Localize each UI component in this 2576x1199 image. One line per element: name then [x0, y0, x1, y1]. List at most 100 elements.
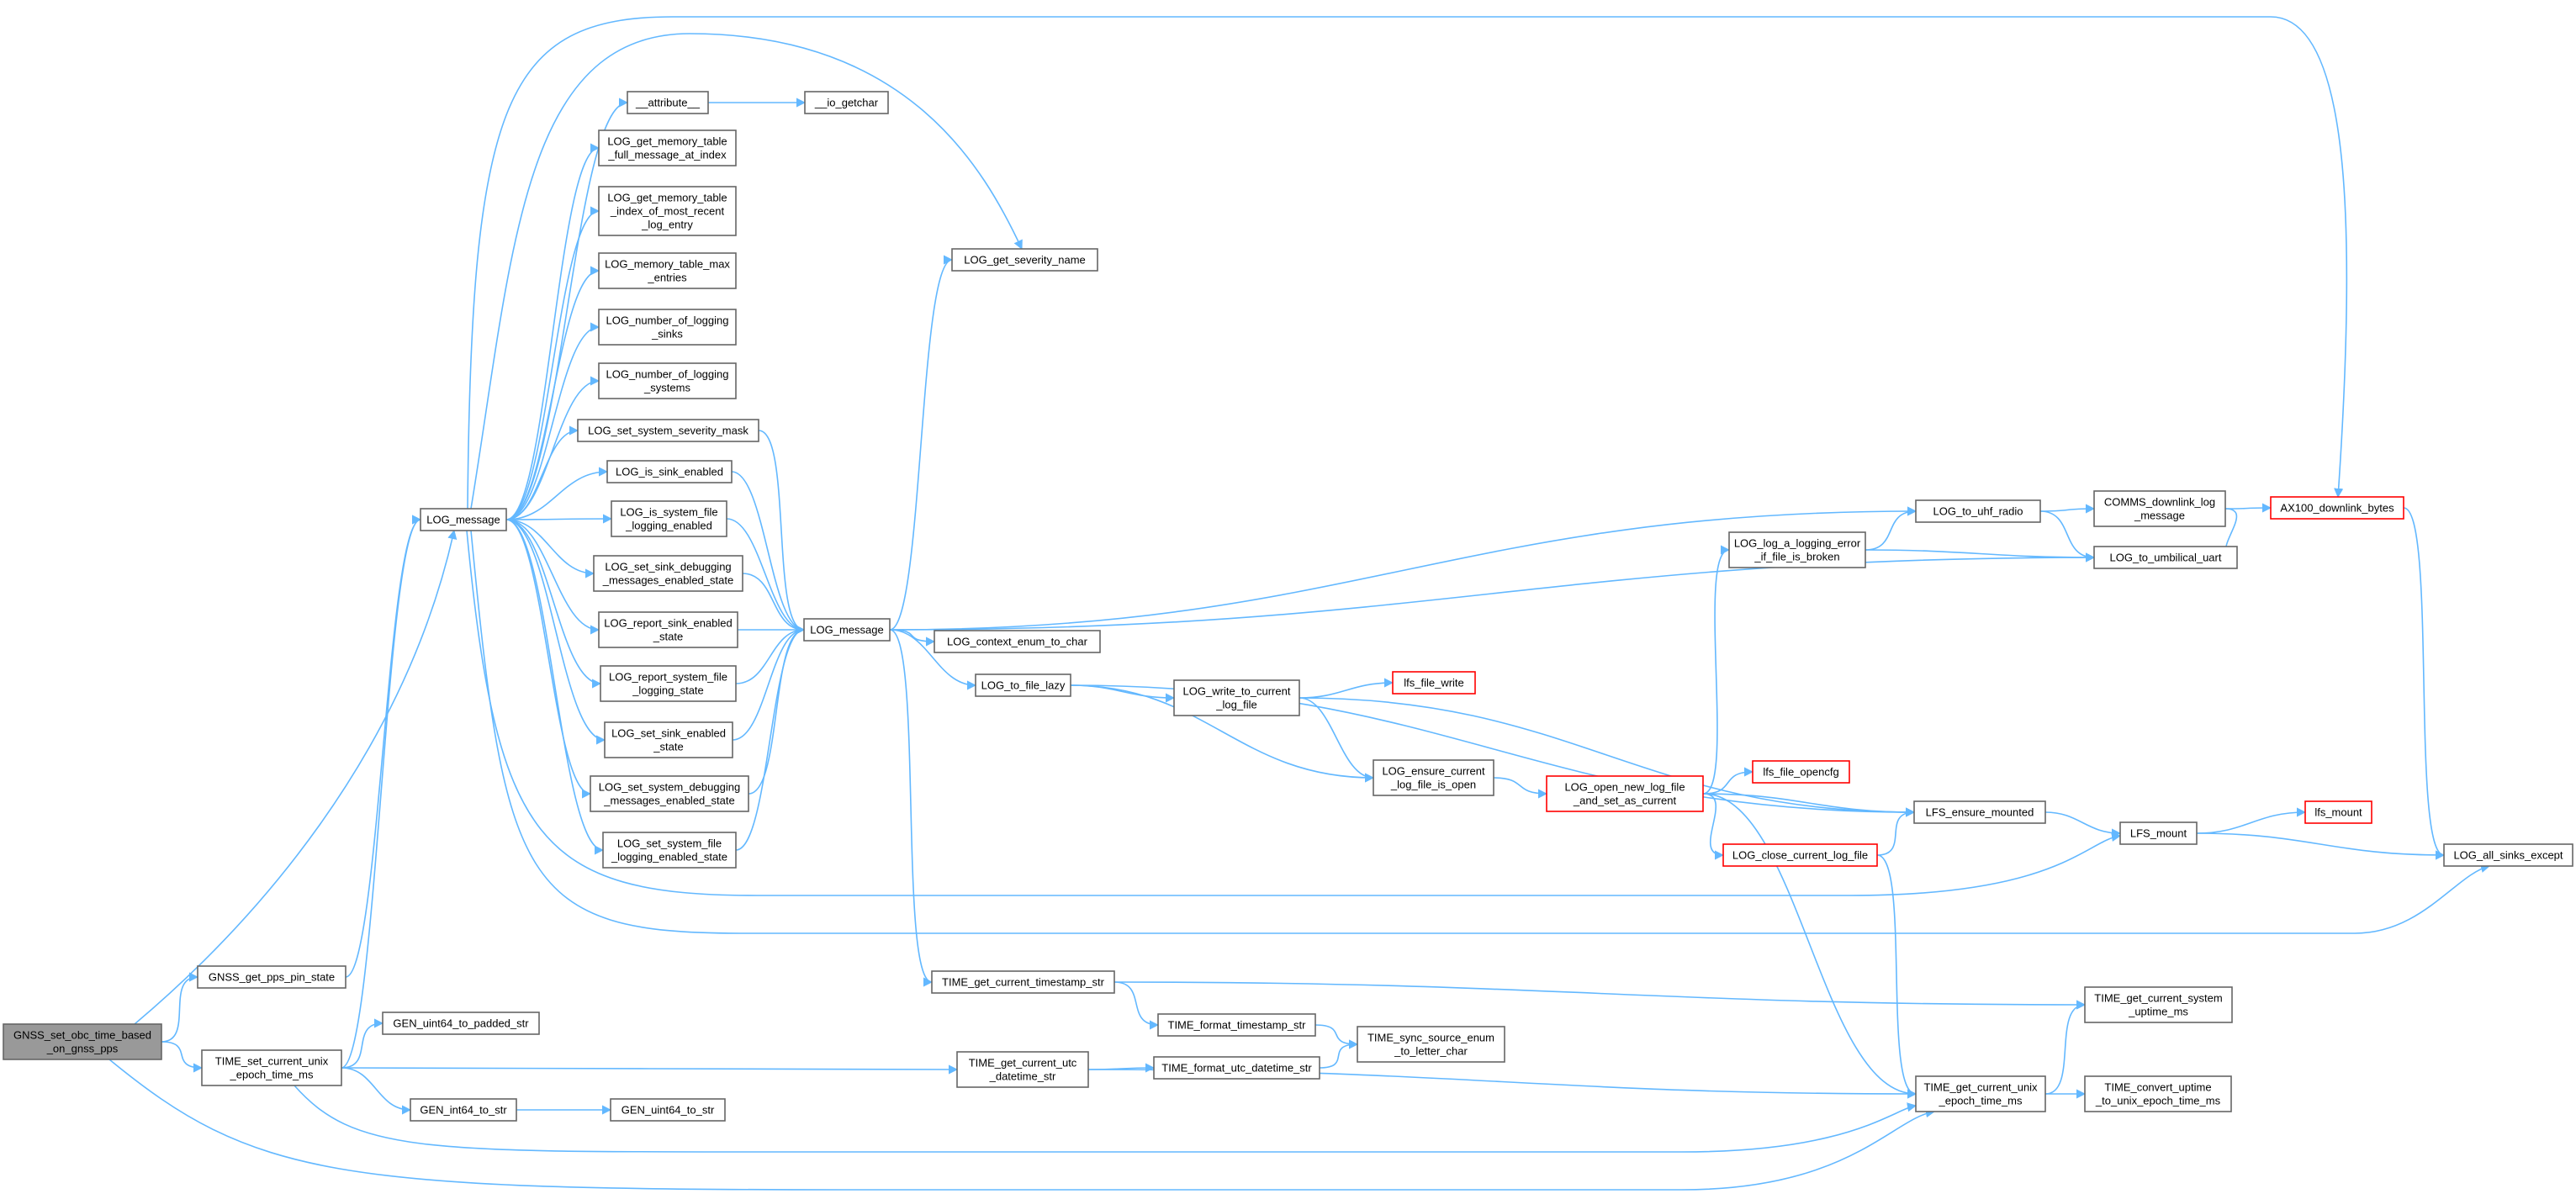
node-log-num-sys[interactable]: LOG_number_of_logging_systems: [598, 362, 737, 399]
node-label: TIME_set_current_unix: [215, 1055, 329, 1068]
node-gen-u64[interactable]: GEN_uint64_to_str: [610, 1098, 726, 1122]
node-log-log-err[interactable]: LOG_log_a_logging_error_if_file_is_broke…: [1728, 531, 1866, 568]
node-lfs-file-write[interactable]: lfs_file_write: [1392, 671, 1476, 695]
node-box: [602, 832, 737, 869]
node-gnss-set[interactable]: GNSS_set_obc_time_based_on_gnss_pps: [3, 1023, 162, 1060]
edge-log_open_new-to-log_log_err: [1702, 545, 1731, 795]
edge-log_rep_sysfile-to-log_message_b: [735, 625, 806, 684]
node-log-to-umb[interactable]: LOG_to_umbilical_uart: [2093, 546, 2238, 569]
edge-log_set_sysfile-to-log_message_b: [735, 625, 806, 851]
node-log-close-cur[interactable]: LOG_close_current_log_file: [1722, 843, 1878, 867]
node-log-message-b[interactable]: LOG_message: [803, 618, 891, 642]
node-log-sev-name[interactable]: LOG_get_severity_name: [951, 248, 1098, 272]
node-log-rep-sysfile[interactable]: LOG_report_system_file_logging_state: [600, 665, 737, 702]
node-time-sync-src[interactable]: TIME_sync_source_enum_to_letter_char: [1357, 1026, 1505, 1063]
node-label: _entries: [647, 272, 687, 284]
node-label: _epoch_time_ms: [230, 1069, 314, 1081]
edge-log_open_new-to-time_get_unix: [1702, 793, 1917, 1099]
node-log-num-sinks[interactable]: LOG_number_of_logging_sinks: [598, 309, 737, 346]
edge-log_close_cur-to-time_get_unix: [1876, 854, 1917, 1099]
node-box: [975, 673, 1071, 697]
node-label: _on_gnss_pps: [46, 1043, 119, 1055]
edge-time_set_unix-to-time_get_unix: [294, 1085, 1917, 1153]
node-log-set-sysfile[interactable]: LOG_set_system_file_logging_enabled_stat…: [602, 832, 737, 869]
edge-gnss_set-to-gnss_get_pps: [161, 972, 199, 1043]
node-lfs-opencfg[interactable]: lfs_file_opencfg: [1752, 760, 1850, 784]
node-comms-downlink[interactable]: COMMS_downlink_log_message: [2093, 490, 2226, 527]
node-gen-u64-pad[interactable]: GEN_uint64_to_padded_str: [382, 1011, 540, 1035]
node-io-getchar[interactable]: __io_getchar: [804, 91, 889, 114]
node-label: _index_of_most_recent: [610, 205, 725, 218]
node-time-get-sys[interactable]: TIME_get_current_system_uptime_ms: [2084, 986, 2233, 1023]
node-box: [956, 1051, 1089, 1088]
node-log-set-sinkdbg[interactable]: LOG_set_sink_debugging_messages_enabled_…: [593, 555, 743, 592]
node-lfs-ensure-mnt[interactable]: LFS_ensure_mounted: [1913, 800, 2046, 824]
node-time-get-unix[interactable]: TIME_get_current_unix_epoch_time_ms: [1915, 1075, 2046, 1112]
node-log-mem-full[interactable]: LOG_get_memory_table_full_message_at_ind…: [598, 129, 737, 166]
node-log-set-sev[interactable]: LOG_set_system_severity_mask: [577, 419, 759, 442]
node-log-open-new[interactable]: LOG_open_new_log_file_and_set_as_current: [1546, 775, 1704, 812]
edge-log_message_a-to-log_rep_sysfile: [505, 519, 602, 689]
node-box: [1157, 1013, 1316, 1037]
edge-log_message_a-to-log_is_sink: [505, 467, 609, 520]
node-time-conv[interactable]: TIME_convert_uptime_to_unix_epoch_time_m…: [2084, 1075, 2232, 1112]
node-box: [2443, 843, 2573, 867]
edge-log_to_file-to-log_ensure_cur: [1070, 684, 1375, 783]
node-label: _epoch_time_ms: [1939, 1095, 2023, 1107]
node-log-to-uhf[interactable]: LOG_to_uhf_radio: [1915, 499, 2041, 523]
node-label: _uptime_ms: [2128, 1006, 2188, 1018]
node-box: [2084, 1075, 2232, 1112]
node-box: [1373, 759, 1494, 796]
node-log-is-sink[interactable]: LOG_is_sink_enabled: [606, 460, 733, 483]
node-log-ctx-enum[interactable]: LOG_context_enum_to_char: [934, 630, 1101, 653]
node-log-mem-idx[interactable]: LOG_get_memory_table_index_of_most_recen…: [598, 186, 737, 236]
node-log-write-cur[interactable]: LOG_write_to_current_log_file: [1173, 679, 1300, 716]
edge-time_get_ts-to-time_fmt_ts: [1113, 981, 1160, 1030]
node-attribute[interactable]: __attribute__: [627, 91, 709, 114]
node-label: _if_file_is_broken: [1753, 551, 1839, 563]
node-time-fmt-utc[interactable]: TIME_format_utc_datetime_str: [1153, 1056, 1320, 1080]
node-ax100[interactable]: AX100_downlink_bytes: [2270, 496, 2404, 520]
node-label: LOG_ensure_current: [1382, 765, 1485, 778]
node-log-set-sink[interactable]: LOG_set_sink_enabled_state: [604, 721, 733, 758]
edge-log_message_a-to-log_is_sysfile: [505, 514, 613, 524]
node-log-is-sysfile[interactable]: LOG_is_system_file_logging_enabled: [611, 500, 727, 537]
node-time-get-utc[interactable]: TIME_get_current_utc_datetime_str: [956, 1051, 1089, 1088]
node-label: LOG_is_sink_enabled: [616, 466, 723, 478]
node-log-ensure-cur[interactable]: LOG_ensure_current_log_file_is_open: [1373, 759, 1494, 796]
node-label: GEN_uint64_to_padded_str: [393, 1017, 529, 1030]
node-time-fmt-ts[interactable]: TIME_format_timestamp_str: [1157, 1013, 1316, 1037]
node-label: _logging_enabled_state: [611, 851, 727, 864]
node-label: _logging_state: [632, 684, 704, 697]
edge-gnss_set-to-log_message_a: [134, 529, 458, 1025]
node-lfs-mount-big[interactable]: LFS_mount: [2119, 821, 2198, 845]
node-label: LOG_to_uhf_radio: [1933, 505, 2023, 518]
node-box: [604, 721, 733, 758]
edge-log_message_a-to-log_mem_max: [505, 266, 600, 520]
node-gnss-get-pps[interactable]: GNSS_get_pps_pin_state: [197, 965, 346, 989]
node-label: COMMS_downlink_log: [2104, 496, 2215, 509]
node-box: [934, 630, 1101, 653]
node-label: TIME_get_current_timestamp_str: [942, 976, 1105, 989]
node-log-to-file[interactable]: LOG_to_file_lazy: [975, 673, 1071, 697]
node-box: [3, 1023, 162, 1060]
edge-time_set_unix-to-gen_i64: [341, 1067, 412, 1115]
node-lfs-mount-red[interactable]: lfs_mount: [2304, 800, 2372, 824]
node-log-message-a[interactable]: LOG_message: [420, 508, 507, 531]
node-box: [627, 91, 709, 114]
edge-log_is_sysfile-to-log_message_b: [726, 518, 806, 635]
node-label: _messages_enabled_state: [602, 574, 733, 587]
node-log-mem-max[interactable]: LOG_memory_table_max_entries: [598, 252, 737, 289]
node-time-set-unix[interactable]: TIME_set_current_unix_epoch_time_ms: [201, 1049, 342, 1086]
node-box: [577, 419, 759, 442]
node-time-get-ts[interactable]: TIME_get_current_timestamp_str: [931, 970, 1115, 994]
node-box: [2270, 496, 2404, 520]
node-log-set-sysdbg[interactable]: LOG_set_system_debugging_messages_enable…: [590, 775, 749, 812]
edge-log_message_b-to-log_to_umb: [889, 552, 2096, 631]
node-label: __io_getchar: [814, 97, 879, 109]
node-log-all-sinks[interactable]: LOG_all_sinks_except: [2443, 843, 2573, 867]
node-gen-i64[interactable]: GEN_int64_to_str: [410, 1098, 517, 1122]
node-log-rep-sink[interactable]: LOG_report_sink_enabled_state: [598, 611, 738, 648]
node-label: _datetime_str: [989, 1070, 1056, 1083]
